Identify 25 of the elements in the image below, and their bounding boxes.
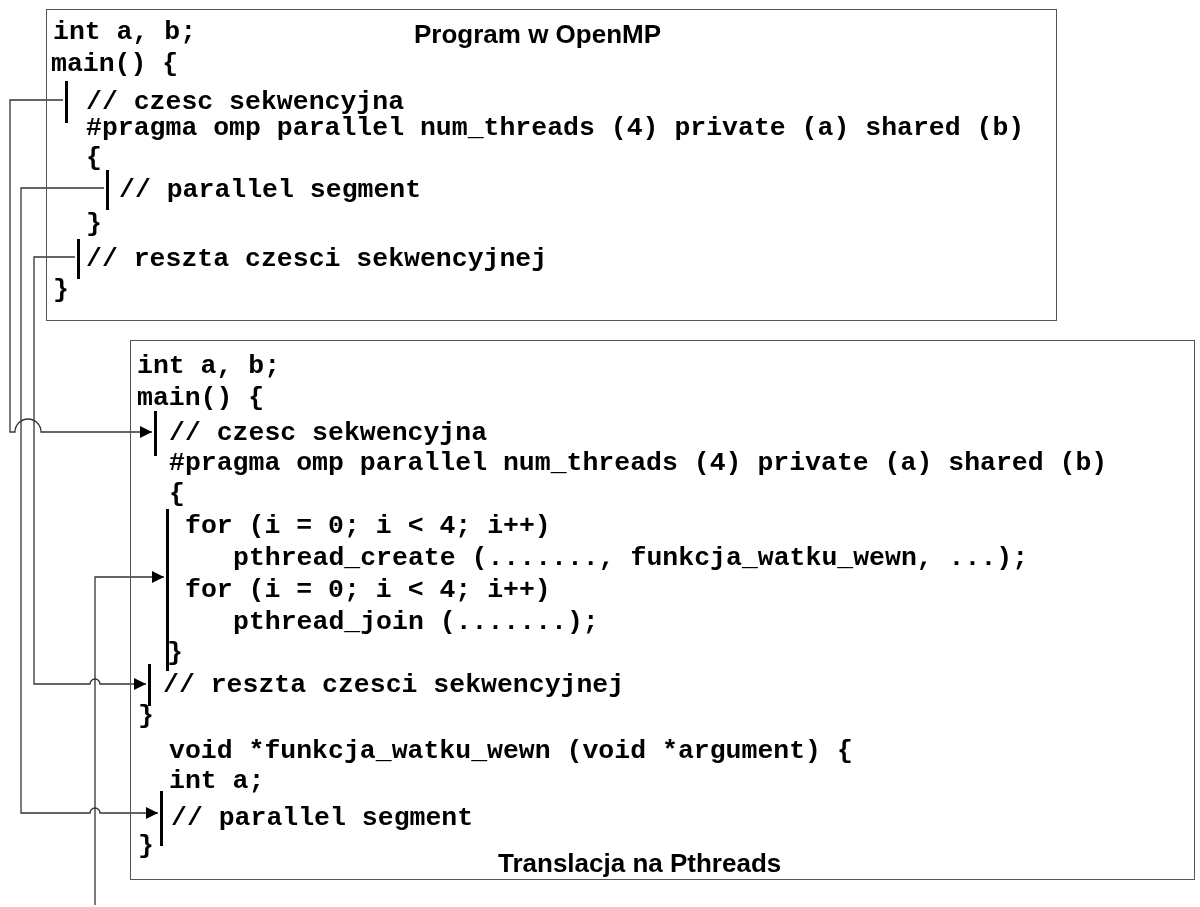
code-segment: // parallel segment xyxy=(106,170,424,210)
code-line: main() { xyxy=(137,383,265,413)
code-line: pthread_create (......., funkcja_watku_wewn, ...); xyxy=(233,543,1029,573)
code-line: } xyxy=(86,209,102,239)
code-line: int a, b; xyxy=(53,17,197,47)
code-line: { xyxy=(169,479,185,509)
panel-title: Translacja na Pthreads xyxy=(498,848,782,878)
code-line: { xyxy=(86,143,102,173)
connector-arrow xyxy=(9,99,153,438)
code-segment: // reszta czesci sekwencyjnej xyxy=(148,664,627,706)
connector-arrow xyxy=(20,187,159,819)
panel-title: Program w OpenMP xyxy=(414,19,662,49)
code-line: for (i = 0; i < 4; i++) xyxy=(185,575,551,605)
code-segment: // reszta czesci sekwencyjnej xyxy=(77,239,550,279)
code-line: pthread_join (.......); xyxy=(233,607,599,637)
code-line: for (i = 0; i < 4; i++) xyxy=(185,511,551,541)
connector-arrow xyxy=(33,256,147,690)
code-panel xyxy=(46,9,1057,321)
code-line: main() { xyxy=(51,49,179,79)
code-line: } xyxy=(138,831,154,861)
connector-arrow xyxy=(94,571,165,906)
code-panel xyxy=(130,340,1195,880)
code-line: } xyxy=(53,275,69,305)
code-line: int a, b; xyxy=(137,351,281,381)
code-line: void *funkcja_watku_wewn (void *argument) { xyxy=(169,736,853,766)
